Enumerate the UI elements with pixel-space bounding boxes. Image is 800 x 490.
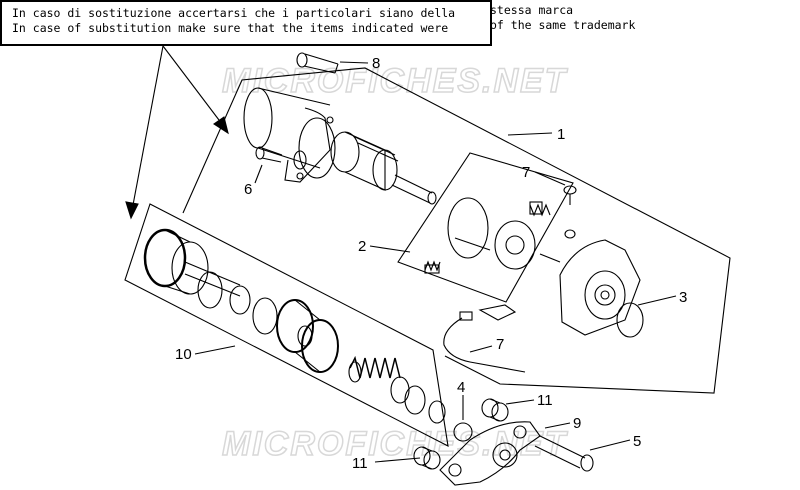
group-10-frame	[124, 203, 449, 447]
callout-8: 8	[372, 55, 380, 72]
arrow-to-motor	[162, 45, 229, 135]
callout-6: 6	[244, 181, 252, 198]
leader-7b	[469, 345, 493, 353]
callout-7-screw: 7	[522, 164, 530, 181]
leader-11b	[374, 457, 421, 463]
substitution-note-overflow: stessa marca of the same trademark	[490, 3, 635, 33]
leader-1	[507, 132, 553, 136]
callout-7-cable: 7	[496, 336, 504, 353]
arrow-to-drive	[125, 45, 164, 220]
bearing	[252, 297, 278, 335]
armature	[330, 131, 437, 205]
bolt-5	[534, 435, 594, 472]
leader-2	[369, 245, 411, 253]
group-2-frame	[397, 152, 574, 303]
group-1-frame	[182, 67, 731, 394]
callout-1: 1	[557, 126, 565, 143]
motor-housing	[243, 87, 336, 183]
leader-9	[544, 422, 571, 429]
brush-holder	[424, 197, 561, 274]
callout-5: 5	[633, 433, 641, 450]
pinion	[276, 299, 339, 373]
bushing-11-top	[481, 398, 509, 422]
callout-10: 10	[175, 346, 192, 363]
brush-spring-2	[424, 260, 441, 272]
screw-7	[563, 185, 577, 239]
end-cover	[559, 239, 641, 336]
bushing-4	[453, 422, 473, 442]
bushing-11-bottom	[413, 446, 441, 470]
cable-7	[443, 304, 526, 373]
callout-9: 9	[573, 415, 581, 432]
bolt-8	[296, 52, 339, 74]
note-italian: In caso di sostituzione accertarsi che i…	[12, 6, 456, 20]
note-italian-tail: stessa marca	[490, 3, 574, 17]
callout-11-top: 11	[537, 392, 553, 409]
note-english-tail: of the same trademark	[490, 18, 636, 32]
circlip	[229, 285, 251, 315]
leader-11a	[505, 399, 535, 405]
ring-gear	[143, 228, 241, 297]
leader-8	[339, 61, 369, 64]
screw-6	[255, 146, 283, 163]
brush-spring	[529, 203, 551, 217]
callout-3: 3	[679, 289, 687, 306]
o-ring-3	[616, 302, 644, 338]
washer	[293, 150, 307, 170]
leader-10	[194, 345, 236, 355]
leader-5	[589, 439, 631, 451]
o-ring	[197, 271, 223, 309]
leader-3	[637, 295, 677, 306]
leader-6	[254, 164, 263, 184]
watermark-top: MICROFICHES.NET	[222, 62, 569, 100]
callout-11-bottom: 11	[352, 455, 368, 472]
callout-2: 2	[358, 238, 366, 255]
note-english: In case of substitution make sure that t…	[12, 21, 449, 35]
substitution-note-box: In caso di sostituzione accertarsi che i…	[0, 0, 492, 46]
callout-4: 4	[457, 379, 465, 396]
spring	[348, 355, 401, 383]
shaft-sleeve	[390, 376, 446, 424]
leader-7a	[534, 171, 566, 186]
